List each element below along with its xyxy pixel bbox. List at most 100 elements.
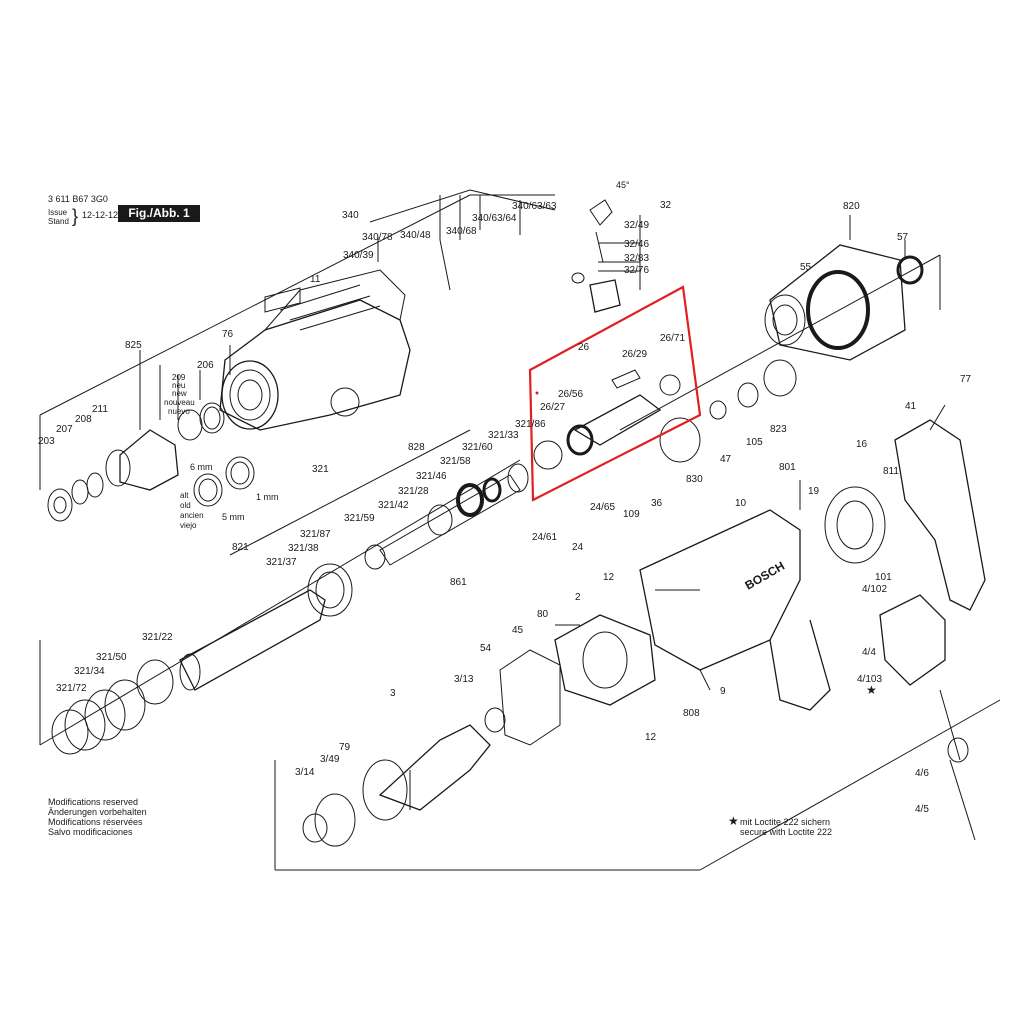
part-label-321-50: 321/50 [96, 652, 127, 663]
legend-text: new [172, 389, 187, 398]
part-label-321-72: 321/72 [56, 683, 87, 694]
legend-text: nuevo [168, 407, 190, 416]
part-label-211: 211 [92, 404, 108, 415]
part-label-321-46: 321/46 [416, 471, 447, 482]
highlight-frame [528, 285, 702, 502]
part-label-823: 823 [770, 424, 787, 435]
loctite-line: secure with Loctite 222 [740, 827, 833, 837]
part-label-4-103: 4/103 [857, 674, 882, 685]
part-label-26-27: 26/27 [540, 402, 565, 413]
issue-stand-label: Issue Stand [48, 208, 69, 226]
part-label-207: 207 [56, 424, 73, 435]
legend-text: ancien [180, 511, 204, 520]
brand-logo: BOSCH [743, 559, 788, 593]
part-label-11: 11 [310, 274, 321, 285]
legend-text: alt [180, 491, 189, 500]
part-label-340-63-63: 340/63/63 [512, 201, 557, 212]
issue-label: Issue [48, 208, 68, 217]
part-label-321-58: 321/58 [440, 456, 471, 467]
part-label-340-78: 340/78 [362, 232, 393, 243]
part-label-801: 801 [779, 462, 796, 473]
part-label-24-65: 24/65 [590, 502, 615, 513]
legend-mm1: 1 mm [256, 492, 279, 502]
frame-line [39, 459, 521, 746]
frame-line [39, 194, 471, 416]
legend-mm5: 5 mm [222, 512, 245, 522]
part-label-3-49: 3/49 [320, 754, 340, 765]
part-label-26-29: 26/29 [622, 349, 647, 360]
part-label-340-48: 340/48 [400, 230, 431, 241]
part-label-32-76: 32/76 [624, 265, 649, 276]
part-label-4-5: 4/5 [915, 804, 929, 815]
handle [894, 419, 986, 611]
part-label-808: 808 [683, 708, 700, 719]
part-label-321-33: 321/33 [488, 430, 519, 441]
part-label-32-83: 32/83 [624, 253, 649, 264]
part-label-32: 32 [660, 200, 672, 211]
part-label-203: 203 [38, 436, 55, 447]
loctite-line: mit Loctite 222 sichern [740, 817, 831, 827]
part-label-321-38: 321/38 [288, 543, 319, 554]
field-coil [554, 614, 656, 706]
part-label-54: 54 [480, 643, 492, 654]
part-label-321-34: 321/34 [74, 666, 105, 677]
legend-text: viejo [180, 521, 197, 530]
part-label-340-39: 340/39 [343, 250, 374, 261]
part-label-109: 109 [623, 509, 640, 520]
legend-text: 209 [172, 373, 186, 382]
part-label-45: 45 [512, 625, 524, 636]
part-label-321-60: 321/60 [462, 442, 493, 453]
model-code: 3 611 B67 3G0 [48, 194, 108, 204]
part-label-830: 830 [686, 474, 703, 485]
part-label-340-68: 340/68 [446, 226, 477, 237]
hammer-tube [769, 244, 906, 361]
star-icon: ★ [728, 814, 739, 828]
mod-line: Modifications reserved [48, 797, 139, 807]
part-label-811: 811 [883, 466, 899, 477]
legend-text: nouveau [164, 398, 195, 407]
part-label-105: 105 [746, 437, 763, 448]
part-label-321-87: 321/87 [300, 529, 331, 540]
issue-date: 12-12-12 [82, 210, 119, 220]
stand-label: Stand [48, 217, 69, 226]
part-label-36: 36 [651, 498, 663, 509]
legend-text: old [180, 501, 191, 510]
part-label-3-13: 3/13 [454, 674, 474, 685]
part-label-3-14: 3/14 [295, 767, 315, 778]
part-label-10: 10 [735, 498, 747, 509]
part-label-9: 9 [720, 686, 726, 697]
part-label-825: 825 [125, 340, 142, 351]
part-label-55: 55 [800, 262, 812, 273]
part-label-2: 2 [575, 592, 581, 603]
part-label-24: 24 [572, 542, 584, 553]
part-label-208: 208 [75, 414, 92, 425]
part-label-80: 80 [537, 609, 549, 620]
part-label-321-86: 321/86 [515, 419, 546, 430]
legend-star_note: ★ [866, 683, 877, 697]
legend-text: neu [172, 381, 185, 390]
motor-housing [639, 509, 801, 671]
part-label-861: 861 [450, 577, 467, 588]
chuck-body [119, 429, 179, 491]
part-label-12a: 12 [603, 572, 615, 583]
mod-line: Änderungen vorbehalten [48, 807, 147, 817]
part-label-821: 821 [232, 542, 249, 553]
part-label-57: 57 [897, 232, 909, 243]
part-label-4-102: 4/102 [862, 584, 887, 595]
part-label-79: 79 [339, 742, 351, 753]
loctite-note: mit Loctite 222 sichern secure with Loct… [740, 817, 832, 837]
part-label-321-37: 321/37 [266, 557, 297, 568]
part-label-76: 76 [222, 329, 234, 340]
part-label-828: 828 [408, 442, 425, 453]
part-label-206: 206 [197, 360, 214, 371]
part-label-321: 321 [312, 464, 329, 475]
armature [378, 724, 491, 811]
part-label-26: 26 [578, 342, 590, 353]
legend-mm6: 6 mm [190, 462, 213, 472]
part-label-32-49: 32/49 [624, 220, 649, 231]
issue-brace: } [72, 206, 79, 226]
part-label-32-46: 32/46 [624, 239, 649, 250]
part-label-26-71: 26/71 [660, 333, 685, 344]
part-label-16: 16 [856, 439, 868, 450]
